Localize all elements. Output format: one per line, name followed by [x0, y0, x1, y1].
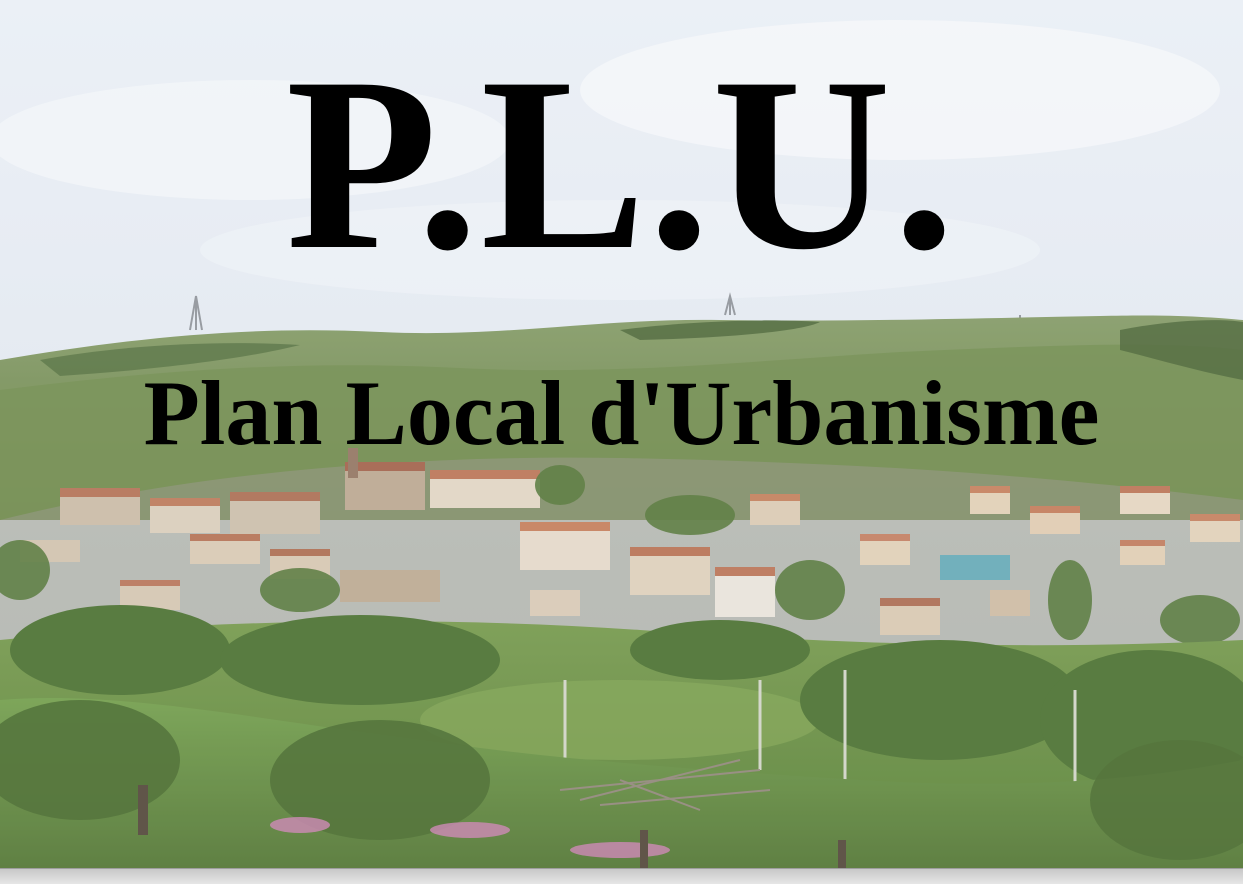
church-tower: [348, 448, 358, 478]
cloud: [0, 80, 510, 200]
poster-title: P.L.U.: [285, 26, 958, 301]
village-houses: [20, 448, 1240, 635]
fence-posts: [138, 785, 846, 868]
cloud: [580, 20, 1220, 160]
branch-pile: [559, 759, 771, 811]
poster-subtitle: Plan Local d'Urbanisme: [143, 362, 1100, 464]
cloud: [200, 200, 1040, 300]
village-trees: [0, 465, 1240, 645]
swimming-pool: [940, 555, 1010, 580]
bottom-border: [0, 868, 1243, 884]
